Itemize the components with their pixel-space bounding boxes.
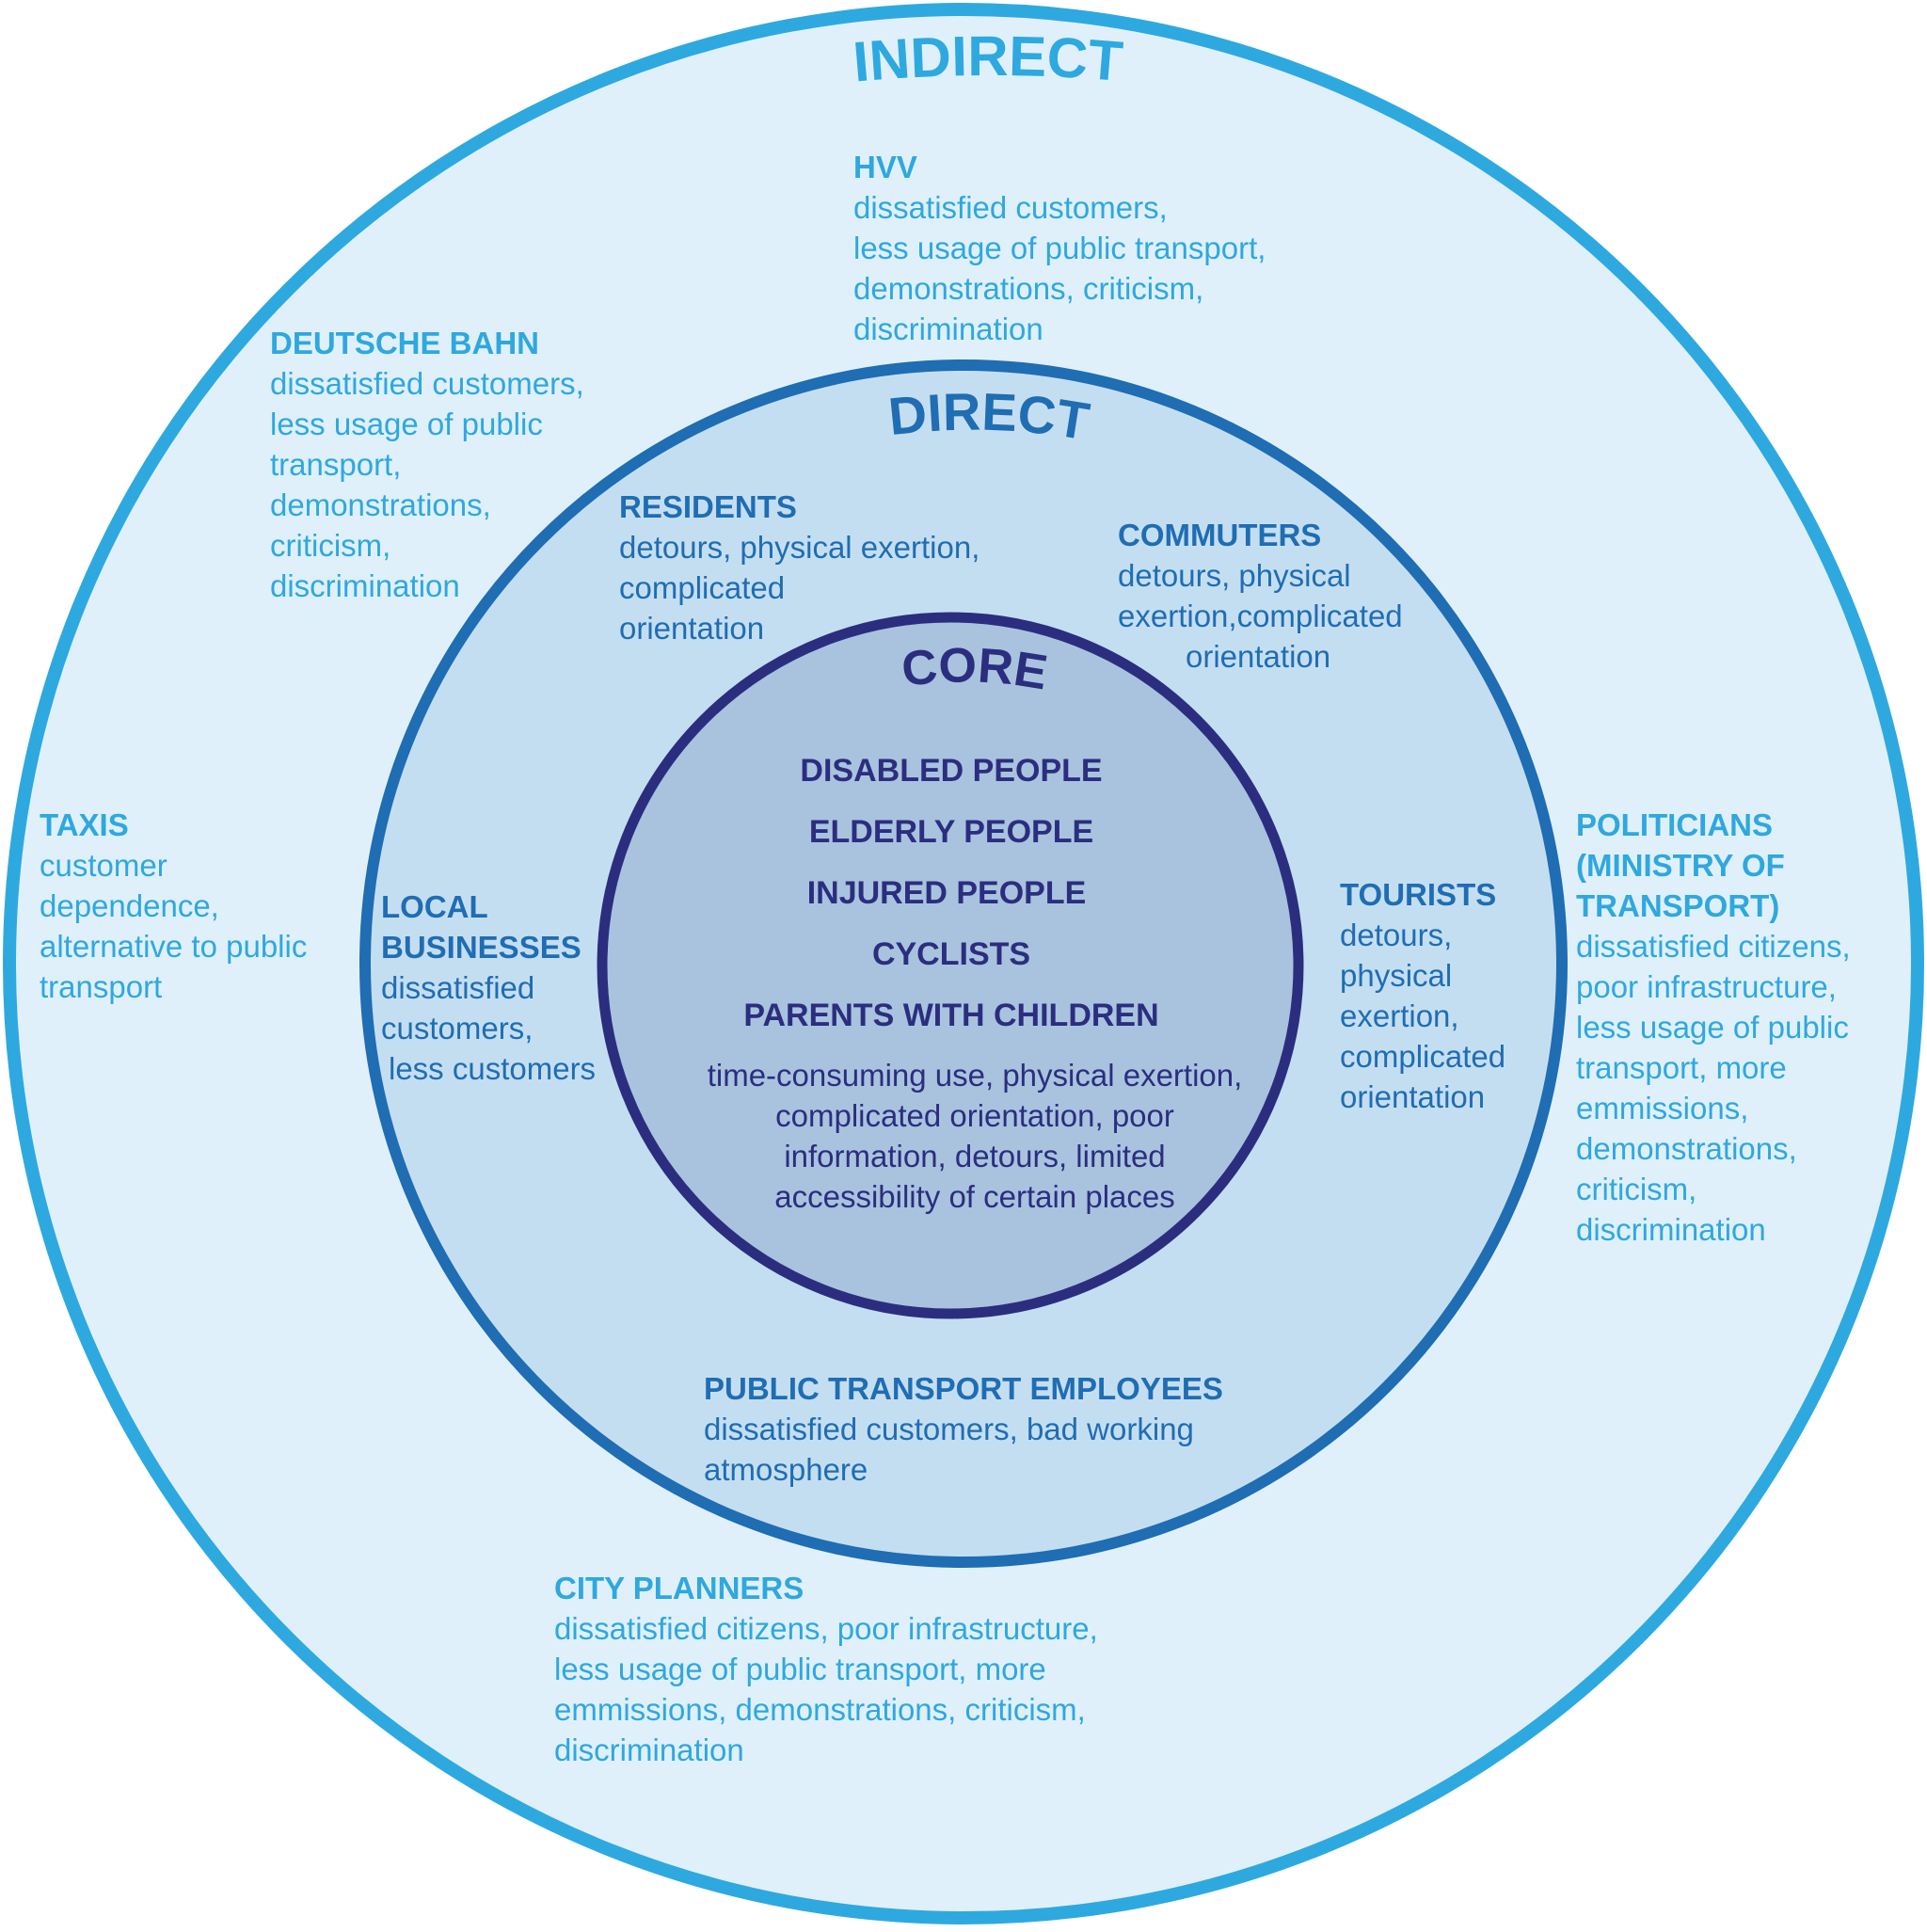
hvv-line: dissatisfied customers,	[853, 190, 1168, 225]
taxis-line: alternative to public	[40, 929, 308, 964]
deutsche-bahn-line: dissatisfied customers,	[270, 366, 584, 401]
commuters-line: exertion,complicated	[1118, 599, 1403, 633]
core-member: PARENTS WITH CHILDREN	[743, 998, 1159, 1033]
residents-group: RESIDENTS detours, physical exertion, co…	[619, 487, 979, 648]
city-planners-group: CITY PLANNERS dissatisfied citizens, poo…	[554, 1568, 1098, 1770]
politicians-name: (MINISTRY OF	[1576, 848, 1785, 883]
deutsche-bahn-group: DEUTSCHE BAHN dissatisfied customers, le…	[270, 323, 584, 606]
deutsche-bahn-line: less usage of public	[270, 407, 543, 441]
employees-line: atmosphere	[704, 1452, 868, 1487]
taxis-name: TAXIS	[40, 807, 129, 842]
city-planners-line: emmissions, demonstrations, criticism,	[554, 1692, 1086, 1727]
city-planners-line: dissatisfied citizens, poor infrastructu…	[554, 1611, 1098, 1646]
residents-name: RESIDENTS	[619, 489, 797, 524]
politicians-group: POLITICIANS (MINISTRY OF TRANSPORT) diss…	[1576, 805, 1851, 1250]
city-planners-name: CITY PLANNERS	[554, 1571, 804, 1605]
politicians-line: less usage of public	[1576, 1010, 1849, 1045]
deutsche-bahn-line: demonstrations,	[270, 487, 491, 522]
politicians-line: criticism,	[1576, 1172, 1697, 1206]
tourists-line: orientation	[1340, 1079, 1486, 1114]
taxis-line: customer	[40, 848, 167, 883]
politicians-line: demonstrations,	[1576, 1131, 1797, 1166]
deutsche-bahn-line: discrimination	[270, 568, 460, 603]
local-businesses-name: BUSINESSES	[381, 930, 581, 965]
tourists-group: TOURISTS detours, physical exertion, com…	[1340, 874, 1505, 1117]
commuters-name: COMMUTERS	[1118, 518, 1322, 552]
core-ring	[597, 612, 1304, 1319]
core-member: CYCLISTS	[871, 936, 1031, 972]
politicians-line: transport, more	[1576, 1050, 1787, 1085]
city-planners-line: discrimination	[554, 1732, 744, 1767]
local-businesses-line: less customers	[389, 1051, 597, 1086]
core-line: information, detours, limited	[784, 1139, 1166, 1174]
commuters-line: detours, physical	[1118, 558, 1351, 593]
tourists-name: TOURISTS	[1340, 877, 1497, 912]
local-businesses-name: LOCAL	[381, 889, 488, 924]
core-line: time-consuming use, physical exertion,	[707, 1058, 1243, 1093]
tourists-line: exertion,	[1340, 998, 1459, 1033]
indirect-ring-title: INDIRECT	[851, 24, 1125, 94]
commuters-line: orientation	[1186, 639, 1331, 674]
taxis-line: transport	[40, 969, 163, 1004]
direct-ring-title: DIRECT	[885, 382, 1093, 452]
politicians-line: poor infrastructure,	[1576, 969, 1837, 1004]
politicians-line: emmissions,	[1576, 1091, 1749, 1126]
employees-line: dissatisfied customers, bad working	[704, 1412, 1194, 1446]
residents-line: complicated	[619, 570, 786, 605]
core-member: INJURED PEOPLE	[806, 875, 1087, 911]
core-line: complicated orientation, poor	[775, 1098, 1174, 1133]
hvv-name: HVV	[853, 150, 917, 184]
local-businesses-group: LOCAL BUSINESSES dissatisfied customers,…	[381, 886, 596, 1089]
core-member: DISABLED PEOPLE	[800, 753, 1103, 789]
tourists-line: complicated	[1340, 1039, 1506, 1074]
politicians-line: discrimination	[1576, 1212, 1766, 1247]
employees-group: PUBLIC TRANSPORT EMPLOYEES dissatisfied …	[704, 1368, 1223, 1490]
hvv-line: discrimination	[853, 311, 1043, 346]
deutsche-bahn-name: DEUTSCHE BAHN	[270, 326, 540, 360]
hvv-group: HVV dissatisfied customers, less usage o…	[853, 147, 1266, 349]
core-ring-title: CORE	[900, 638, 1052, 700]
local-businesses-line: dissatisfied	[381, 970, 535, 1005]
employees-name: PUBLIC TRANSPORT EMPLOYEES	[704, 1371, 1223, 1406]
local-businesses-line: customers,	[381, 1011, 534, 1046]
hvv-line: less usage of public transport,	[853, 231, 1266, 265]
core-description: time-consuming use, physical exertion, c…	[645, 1055, 1304, 1217]
politicians-name: TRANSPORT)	[1576, 888, 1780, 923]
deutsche-bahn-line: transport,	[270, 447, 402, 482]
city-planners-line: less usage of public transport, more	[554, 1652, 1046, 1686]
core-line: accessibility of certain places	[774, 1179, 1175, 1214]
hvv-line: demonstrations, criticism,	[853, 271, 1204, 306]
politicians-name: POLITICIANS	[1576, 807, 1774, 842]
tourists-line: physical	[1340, 958, 1453, 993]
residents-line: orientation	[619, 611, 765, 646]
taxis-line: dependence,	[40, 888, 219, 923]
taxis-group: TAXIS customer dependence, alternative t…	[40, 805, 307, 1007]
politicians-line: dissatisfied citizens,	[1576, 929, 1851, 964]
core-member: ELDERLY PEOPLE	[808, 814, 1094, 850]
deutsche-bahn-line: criticism,	[270, 528, 391, 563]
residents-line: detours, physical exertion,	[619, 530, 980, 565]
commuters-group: COMMUTERS detours, physical exertion,com…	[1118, 515, 1428, 677]
tourists-line: detours,	[1340, 918, 1453, 952]
